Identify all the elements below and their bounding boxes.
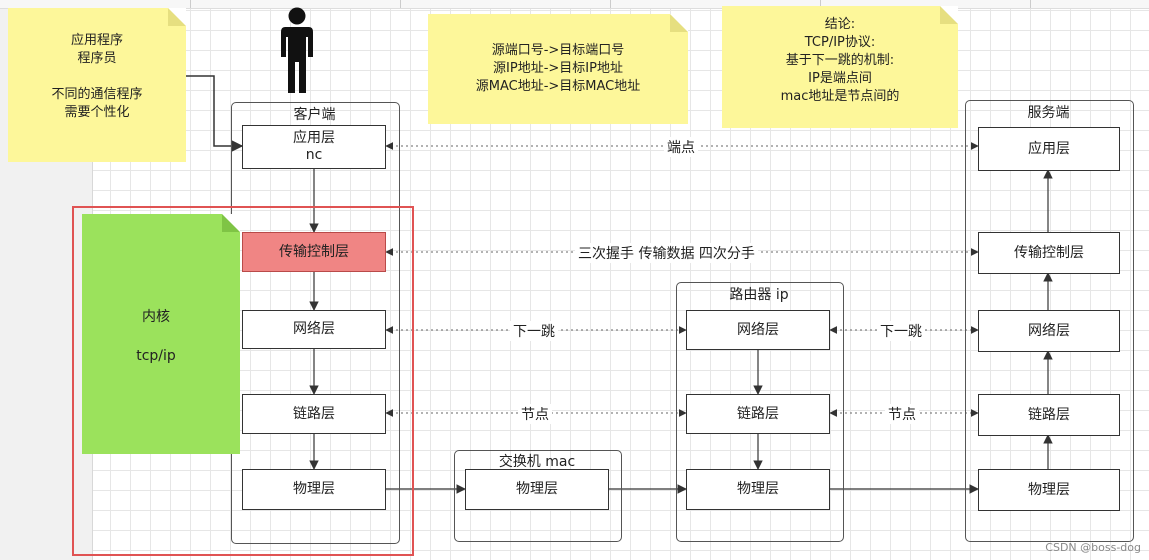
server-transport-layer: 传输控制层 bbox=[978, 232, 1120, 274]
server-network-label: 网络层 bbox=[1028, 322, 1070, 339]
client-transport-layer: 传输控制层 bbox=[242, 232, 386, 272]
client-application-layer: 应用层 nc bbox=[242, 125, 386, 169]
next-hop-label-1: 下一跳 bbox=[510, 321, 558, 341]
client-physical-layer: 物理层 bbox=[242, 469, 386, 510]
endpoint-label: 端点 bbox=[664, 137, 698, 157]
server-link-label: 链路层 bbox=[1028, 406, 1070, 423]
node-label-2: 节点 bbox=[885, 404, 919, 424]
router-network-layer: 网络层 bbox=[686, 310, 830, 350]
client-link-layer: 链路层 bbox=[242, 394, 386, 434]
router-network-label: 网络层 bbox=[737, 321, 779, 338]
watermark: CSDN @boss-dog bbox=[1045, 541, 1141, 554]
switch-physical-layer: 物理层 bbox=[465, 469, 609, 510]
switch-container bbox=[454, 450, 622, 542]
handshake-label: 三次握手 传输数据 四次分手 bbox=[575, 243, 758, 263]
server-network-layer: 网络层 bbox=[978, 310, 1120, 352]
client-app-program: nc bbox=[305, 147, 323, 163]
switch-title: 交换机 mac bbox=[498, 454, 576, 470]
client-title: 客户端 bbox=[293, 107, 336, 123]
router-physical-label: 物理层 bbox=[737, 481, 779, 497]
ruler bbox=[0, 0, 1149, 9]
client-link-label: 链路层 bbox=[293, 405, 335, 422]
router-container bbox=[676, 282, 844, 542]
router-physical-layer: 物理层 bbox=[686, 469, 830, 510]
kernel-note: 内核 tcp/ip bbox=[82, 214, 240, 454]
switch-physical-label: 物理层 bbox=[516, 481, 558, 497]
router-link-label: 链路层 bbox=[737, 405, 779, 422]
server-transport-label: 传输控制层 bbox=[1014, 244, 1084, 261]
kernel-highlight-frame bbox=[72, 206, 414, 556]
router-link-layer: 链路层 bbox=[686, 394, 830, 434]
client-physical-label: 物理层 bbox=[293, 481, 335, 497]
server-title: 服务端 bbox=[1027, 105, 1070, 121]
user-icon bbox=[281, 7, 313, 93]
server-link-layer: 链路层 bbox=[978, 394, 1120, 436]
server-physical-label: 物理层 bbox=[1028, 481, 1070, 498]
router-title: 路由器 ip bbox=[729, 287, 789, 303]
kernel-title: 内核 bbox=[142, 309, 170, 325]
conclusion-note-text: 结论: TCP/IP协议: 基于下一跳的机制: IP是端点间 mac地址是节点间… bbox=[780, 17, 900, 104]
server-physical-layer: 物理层 bbox=[978, 469, 1120, 511]
conclusion-note: 结论: TCP/IP协议: 基于下一跳的机制: IP是端点间 mac地址是节点间… bbox=[722, 6, 958, 128]
developer-arrow bbox=[186, 75, 244, 152]
ports-note-text: 源端口号->目标端口号 源IP地址->目标IP地址 源MAC地址->目标MAC地… bbox=[475, 43, 641, 94]
server-app-label: 应用层 bbox=[1028, 140, 1070, 157]
developer-note: 应用程序 程序员 不同的通信程序 需要个性化 bbox=[8, 8, 186, 162]
server-application-layer: 应用层 bbox=[978, 127, 1120, 171]
node-label-1: 节点 bbox=[518, 404, 552, 424]
client-network-label: 网络层 bbox=[293, 321, 335, 337]
server-container bbox=[965, 100, 1134, 542]
client-network-layer: 网络层 bbox=[242, 310, 386, 349]
next-hop-label-2: 下一跳 bbox=[877, 321, 925, 341]
ports-note: 源端口号->目标端口号 源IP地址->目标IP地址 源MAC地址->目标MAC地… bbox=[428, 14, 688, 124]
client-app-label: 应用层 bbox=[293, 130, 335, 146]
developer-note-text: 应用程序 程序员 不同的通信程序 需要个性化 bbox=[51, 33, 143, 120]
client-transport-label: 传输控制层 bbox=[279, 243, 349, 260]
kernel-subtitle: tcp/ip bbox=[136, 348, 176, 364]
